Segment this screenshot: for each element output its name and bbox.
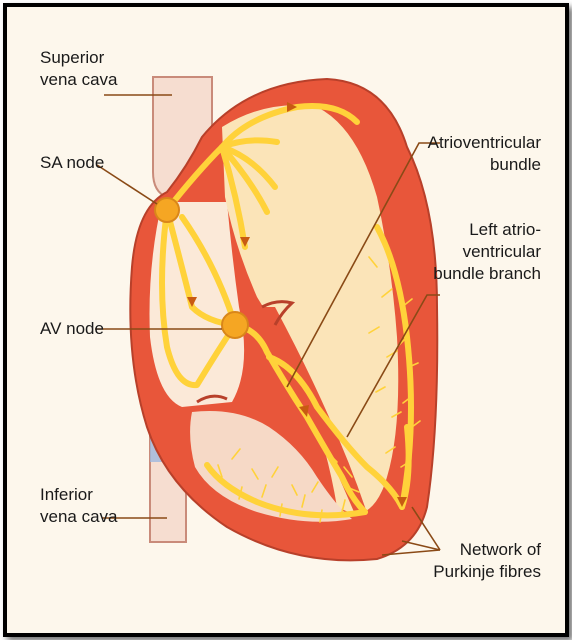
heart-conduction-diagram	[95, 76, 441, 562]
label-inferior-vena-cava: Inferior vena cava	[40, 485, 118, 526]
valve-right	[196, 394, 228, 404]
leader-purkinje-c	[411, 506, 441, 551]
label-sa-node: SA node	[40, 153, 105, 172]
leader-purkinje-b	[401, 540, 441, 551]
label-purkinje-network: Network of Purkinje fibres	[433, 540, 541, 581]
leader-sa-node	[96, 164, 158, 205]
label-av-node: AV node	[40, 319, 104, 338]
leader-lines	[95, 94, 441, 556]
leader-atrioventricular-bundle	[286, 142, 440, 388]
right-atrium-chamber	[149, 202, 245, 407]
right-ventricle-chamber	[190, 411, 352, 522]
diagram-frame: Superior vena cava SA node AV node Infer…	[3, 3, 569, 637]
interventricular-septum	[257, 307, 369, 519]
purkinje-fibres	[217, 256, 421, 523]
valve-left	[261, 300, 296, 326]
leader-purkinje-a	[381, 549, 441, 556]
leader-left-bundle-branch	[346, 294, 440, 438]
label-left-bundle-branch: Left atrio- ventricular bundle branch	[433, 220, 541, 283]
label-superior-vena-cava: Superior vena cava	[40, 48, 118, 89]
av-node	[221, 311, 249, 339]
sa-node	[154, 197, 180, 223]
label-atrioventricular-bundle: Atrioventricular bundle	[427, 133, 541, 174]
conduction-arrows	[187, 102, 407, 507]
